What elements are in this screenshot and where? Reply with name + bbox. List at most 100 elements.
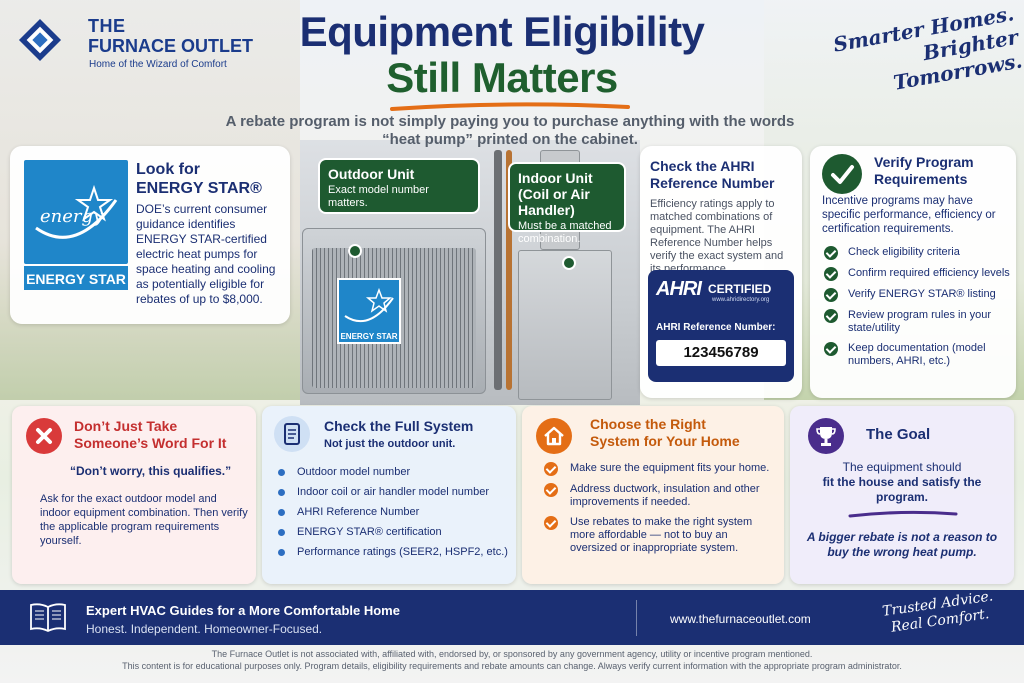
ahri-body: Efficiency ratings apply to matched comb…	[650, 198, 784, 275]
check-icon	[824, 267, 838, 281]
footer-heading: Expert HVAC Guides for a More Comfortabl…	[86, 603, 400, 618]
indoor-unit-callout: Indoor Unit (Coil or Air Handler) Must b…	[508, 162, 626, 245]
open-book-icon	[30, 603, 66, 633]
footer-subheading: Honest. Independent. Homeowner-Focused.	[86, 622, 323, 636]
energy-script: energy	[40, 206, 104, 227]
ahri-heading-line2: Reference Number	[650, 175, 775, 191]
list-item: Check eligibility criteria	[824, 246, 1012, 260]
bullet-icon	[278, 549, 285, 556]
title-underline-swoosh	[390, 102, 630, 111]
warning-card: Don’t Just Take Someone’s Word For It “D…	[12, 406, 256, 584]
list-item-text: Confirm required efficiency levels	[848, 267, 1010, 279]
warning-heading: Don’t Just Take Someone’s Word For It	[74, 418, 226, 452]
right-system-card: Choose the Right System for Your Home Ma…	[522, 406, 784, 584]
energy-star-logo: energy	[24, 160, 128, 264]
list-item: AHRI Reference Number	[278, 506, 510, 519]
full-system-list: Outdoor model number Indoor coil or air …	[278, 466, 510, 566]
outdoor-callout-body: Exact model number matters.	[328, 184, 429, 209]
list-item-text: Keep documentation (model numbers, AHRI,…	[848, 342, 986, 367]
goal-note: A bigger rebate is not a reason to buy t…	[806, 530, 998, 559]
right-system-heading-line1: Choose the Right	[590, 416, 706, 432]
indoor-callout-body: Must be a matched combination.	[518, 220, 612, 245]
list-item: Confirm required efficiency levels	[824, 267, 1012, 281]
list-item: Make sure the equipment fits your home.	[544, 462, 776, 476]
checkmark-circle-icon	[822, 154, 862, 194]
verify-requirements-card: Verify Program Requirements Incentive pr…	[810, 146, 1016, 398]
list-item-text: Address ductwork, insulation and other i…	[570, 483, 760, 508]
warning-body: Ask for the exact outdoor model and indo…	[40, 493, 248, 547]
list-item: Outdoor model number	[278, 466, 510, 479]
list-item: Performance ratings (SEER2, HSPF2, etc.)	[278, 546, 510, 559]
disclaimer-line2: This content is for educational purposes…	[122, 661, 902, 671]
list-item-text: Use rebates to make the right system mor…	[570, 516, 753, 554]
ahri-directory-url: www.ahridirectory.org	[712, 297, 770, 303]
check-icon	[824, 309, 838, 323]
page-title-line1: Equipment Eligibility	[299, 8, 705, 55]
warning-heading-line2: Someone’s Word For It	[74, 435, 227, 451]
list-item-text: Performance ratings (SEER2, HSPF2, etc.)	[297, 546, 508, 558]
list-item: Use rebates to make the right system mor…	[544, 516, 776, 555]
diamond-logo-icon	[18, 18, 62, 62]
list-item-text: Indoor coil or air handler model number	[297, 486, 489, 498]
list-item-text: AHRI Reference Number	[297, 506, 420, 518]
list-item-text: Outdoor model number	[297, 466, 411, 478]
goal-body-line1: The equipment should	[842, 460, 962, 474]
house-icon	[536, 418, 572, 454]
bullet-icon	[278, 469, 285, 476]
right-system-list: Make sure the equipment fits your home. …	[544, 462, 776, 562]
energy-star-swoosh-icon: energy	[35, 184, 118, 239]
footer-divider	[636, 600, 637, 636]
x-circle-icon	[26, 418, 62, 454]
ahri-reference-number: 123456789	[656, 340, 786, 366]
check-icon	[544, 483, 558, 497]
footer-website-link[interactable]: www.thefurnaceoutlet.com	[670, 612, 811, 626]
verify-heading-line2: Requirements	[874, 171, 968, 187]
bullet-icon	[278, 529, 285, 536]
verify-heading-line1: Verify Program	[874, 154, 974, 170]
indoor-callout-title: Indoor Unit	[518, 170, 593, 186]
check-icon	[824, 246, 838, 260]
indoor-unit-image	[518, 250, 612, 400]
indoor-callout-title2: (Coil or Air Handler)	[518, 186, 590, 218]
outdoor-unit-callout: Outdoor Unit Exact model number matters.	[318, 158, 480, 214]
list-item-text: Check eligibility criteria	[848, 246, 960, 258]
goal-body: The equipment should fit the house and s…	[800, 460, 1004, 505]
bullet-icon	[278, 509, 285, 516]
goal-heading: The Goal	[866, 426, 931, 443]
list-item-text: Review program rules in your state/utili…	[848, 309, 992, 334]
ahri-certified-badge: AHRI CERTIFIED www.ahridirectory.org AHR…	[648, 270, 794, 382]
brand-tagline: Home of the Wizard of Comfort	[89, 59, 227, 70]
ahri-card: Check the AHRI Reference Number Efficien…	[640, 146, 802, 398]
goal-card: The Goal The equipment should fit the ho…	[790, 406, 1014, 584]
goal-underline	[848, 510, 958, 518]
check-icon	[544, 516, 558, 530]
energy-star-heading-line1: Look for	[136, 161, 200, 178]
check-icon	[824, 342, 838, 356]
disclaimer-line1: The Furnace Outlet is not associated wit…	[211, 649, 813, 659]
right-system-heading-line2: System for Your Home	[590, 433, 740, 449]
brand-name-line1: THE	[88, 16, 126, 36]
list-item: Verify ENERGY STAR® listing	[824, 288, 1012, 302]
document-icon	[274, 416, 310, 452]
footer-slogan: Trusted Advice. Real Comfort.	[872, 587, 1005, 639]
outdoor-unit-badge-label: ENERGY STAR	[340, 332, 398, 341]
energy-star-card: energy ENERGY STAR Look for ENERGY STAR®…	[10, 146, 290, 324]
brand-logo[interactable]: THE FURNACE OUTLET Home of the Wizard of…	[14, 12, 254, 70]
bullet-icon	[278, 489, 285, 496]
ahri-logo: AHRI	[656, 278, 702, 300]
warning-heading-line1: Don’t Just Take	[74, 418, 178, 434]
ahri-heading: Check the AHRI Reference Number	[650, 158, 775, 192]
full-system-heading: Check the Full System	[324, 418, 474, 434]
full-system-subheading: Not just the outdoor unit.	[324, 438, 456, 450]
warning-quote: “Don’t worry, this qualifies.”	[70, 464, 232, 478]
list-item-text: Make sure the equipment fits your home.	[570, 462, 770, 474]
page-subtitle: A rebate program is not simply paying yo…	[220, 113, 800, 149]
goal-body-strong: fit the house and satisfy the program.	[822, 475, 982, 504]
subtitle-line2: “heat pump” printed on the cabinet.	[382, 131, 638, 148]
verify-heading: Verify Program Requirements	[874, 154, 974, 188]
brand-name-line2: FURNACE OUTLET	[88, 36, 253, 56]
energy-star-heading: Look for ENERGY STAR®	[136, 160, 262, 198]
list-item: Keep documentation (model numbers, AHRI,…	[824, 342, 1012, 368]
energy-star-heading-line2: ENERGY STAR®	[136, 180, 262, 197]
energy-star-mini-icon	[344, 287, 394, 323]
